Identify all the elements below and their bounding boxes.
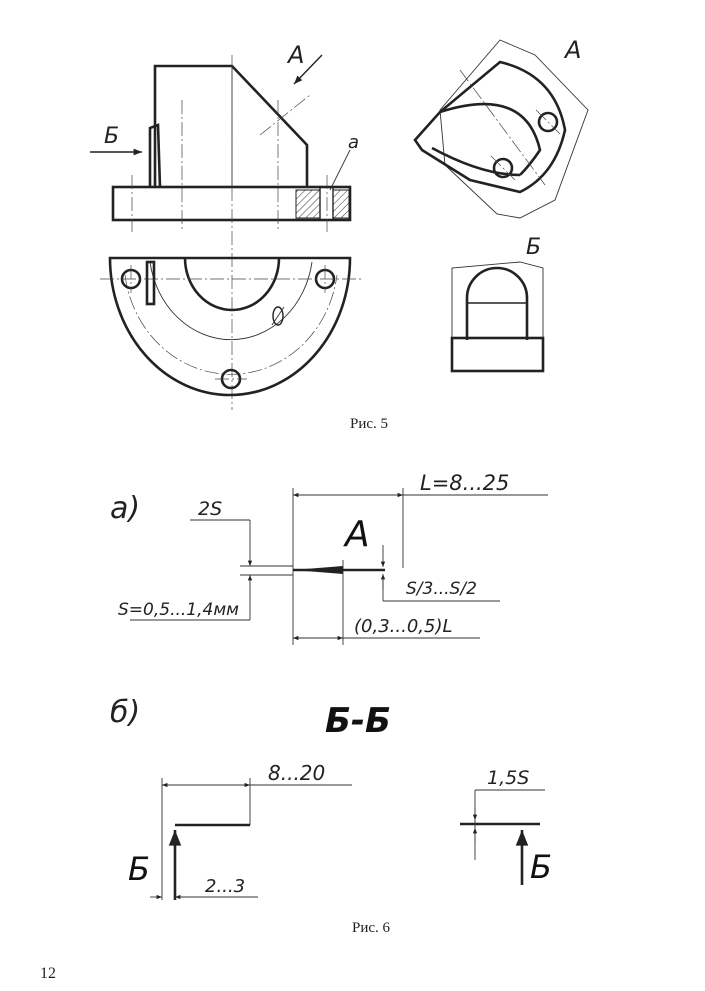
fig6-a-letter: a) (110, 491, 140, 526)
detail-a-label: a (348, 132, 359, 153)
fig5-view-b-detail: Б (450, 235, 545, 373)
dim-fraction: (0,3...0,5)L (354, 616, 453, 637)
label-a: A (343, 514, 370, 555)
page-number: 12 (40, 965, 56, 982)
section-title: Б-Б (325, 701, 391, 741)
fig6-part-b: б) Б-Б 8...20 Б 2...3 1,5S Б (110, 695, 552, 900)
view-a-label: A (286, 41, 304, 69)
fig6-b-letter: б) (110, 695, 140, 730)
dim-gap: 2...3 (205, 876, 245, 897)
fig5-view-a-detail: A (413, 36, 589, 219)
dim-length: L=8...25 (420, 471, 509, 495)
dim-thickness: 1,5S (487, 767, 529, 789)
fig6-part-a: a) L=8...25 2S S=0,5...1,4мм A S/3...S/2 (110, 471, 548, 645)
fig5-plan-view (100, 256, 362, 397)
view-b-arrow-label: Б (104, 124, 119, 149)
fig6-caption: Рис. 6 (352, 920, 391, 936)
dim-2s: 2S (198, 498, 222, 520)
fig5-front-view: A Б a (90, 41, 359, 410)
dim-width: 8...20 (268, 761, 325, 785)
dim-ratio: S/3...S/2 (406, 579, 477, 599)
label-b-right: Б (530, 848, 552, 886)
view-a-detail-label: A (563, 36, 581, 64)
label-b-left: Б (128, 850, 150, 888)
view-b-detail-label: Б (526, 235, 541, 260)
fig5-caption: Рис. 5 (350, 416, 389, 432)
dim-s: S=0,5...1,4мм (118, 600, 239, 620)
